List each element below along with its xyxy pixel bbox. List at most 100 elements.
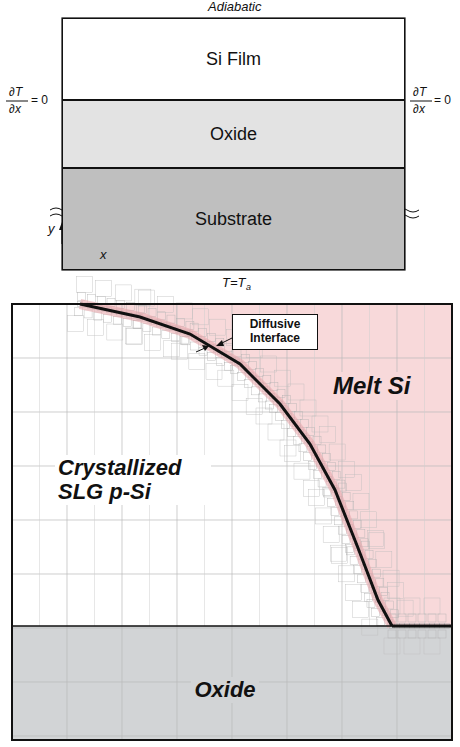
mesh-cell xyxy=(408,630,416,638)
mesh-cell xyxy=(360,512,376,528)
mesh-cell xyxy=(369,533,385,549)
node-text: Oxide xyxy=(210,124,257,145)
callout-box: Diffusive Interface xyxy=(232,314,318,350)
mesh-cell xyxy=(398,614,406,622)
mesh-cell xyxy=(418,630,426,638)
si-film-layer: Si Film xyxy=(62,18,405,100)
mesh-cell xyxy=(383,570,399,586)
node-text: Oxide xyxy=(191,677,258,702)
mesh-cell xyxy=(216,339,224,347)
grid-line xyxy=(232,304,233,740)
mesh-cell xyxy=(424,598,440,614)
mesh-cell xyxy=(346,475,362,491)
mesh-cell xyxy=(438,630,446,638)
mesh-cell xyxy=(353,493,369,509)
mesh-cell xyxy=(346,585,362,601)
region-label: Melt Si xyxy=(330,372,413,400)
leader-line xyxy=(196,348,205,352)
mesh-cell xyxy=(76,276,92,292)
mesh-cell xyxy=(218,370,234,386)
mesh-cell xyxy=(308,489,324,505)
mesh-cell xyxy=(331,547,347,563)
mesh-cell xyxy=(78,292,86,300)
mesh-cell xyxy=(304,481,320,497)
mesh-cell xyxy=(312,416,328,432)
mesh-cell xyxy=(316,508,332,524)
mesh-cell xyxy=(424,638,440,654)
mesh-cell xyxy=(300,400,316,416)
subscript: a xyxy=(246,283,251,293)
arrowhead xyxy=(202,345,209,351)
mesh-cell xyxy=(115,285,131,301)
mesh-cell xyxy=(260,356,276,372)
panel-ground xyxy=(12,304,452,740)
mesh-cell xyxy=(209,319,225,335)
mesh-cell xyxy=(404,598,420,614)
mesh-grid xyxy=(12,276,452,740)
mesh-cell xyxy=(96,281,112,297)
grid-line xyxy=(12,574,452,575)
stack-outline xyxy=(62,18,405,270)
mesh-cell xyxy=(320,426,336,442)
grid-line xyxy=(12,628,452,629)
mesh-cell xyxy=(388,583,404,599)
panel-border xyxy=(12,304,452,740)
boundary-label: Adiabatic xyxy=(208,0,261,14)
arrowhead xyxy=(216,340,224,346)
grid-line xyxy=(12,736,452,737)
mesh-cell xyxy=(438,614,446,622)
math-label: = 0 xyxy=(434,94,451,107)
math-label: ∂x xyxy=(9,103,21,116)
oxide-layer: Oxide xyxy=(62,100,405,168)
grid-line xyxy=(259,304,260,626)
mesh-cell xyxy=(408,614,416,622)
mesh-cell xyxy=(192,309,208,325)
mesh-cell xyxy=(126,328,142,344)
math-label: ∂T xyxy=(9,86,22,99)
mesh-cell xyxy=(294,463,310,479)
mesh-cell xyxy=(172,343,188,359)
mesh-cell xyxy=(280,440,296,456)
mesh-cell xyxy=(189,353,205,369)
mesh-cell xyxy=(384,638,400,654)
mesh-cell xyxy=(397,600,413,616)
mesh-cell xyxy=(87,320,103,336)
grid-line xyxy=(12,520,452,521)
fraction-bar xyxy=(410,101,432,102)
mesh-cell xyxy=(176,303,192,319)
mesh-cell xyxy=(398,630,406,638)
grid-line xyxy=(177,304,178,740)
substrate-layer: Substrate xyxy=(62,168,405,270)
grid-line xyxy=(314,304,315,626)
grid-line xyxy=(39,304,40,626)
mesh-cell xyxy=(362,619,378,635)
math-label: ∂T xyxy=(413,86,426,99)
grid-line xyxy=(424,304,425,626)
mesh-cell xyxy=(232,384,248,400)
mesh-cell xyxy=(135,289,151,305)
grid-line xyxy=(12,412,452,413)
mesh-cell xyxy=(68,316,84,332)
mesh-cell xyxy=(268,424,284,440)
fraction-bar xyxy=(6,101,28,102)
axis-label: y xyxy=(48,222,55,236)
mesh-cell xyxy=(284,446,300,462)
math-label: ∂x xyxy=(413,103,425,116)
math-label: = 0 xyxy=(31,94,48,107)
mesh-cell xyxy=(352,601,368,617)
grid-line xyxy=(287,304,288,740)
mesh-cell xyxy=(339,462,355,478)
mesh-cell xyxy=(331,545,347,561)
mesh-cell xyxy=(288,384,304,400)
mesh-cell xyxy=(428,614,436,622)
oxide-boundary xyxy=(12,625,452,627)
mesh-cell xyxy=(274,370,290,386)
mesh-cell xyxy=(126,328,142,344)
mesh-cell xyxy=(246,398,262,414)
mesh-cell xyxy=(144,334,160,350)
node-text: Diffusive Interface xyxy=(237,318,313,346)
mesh-cell xyxy=(376,551,392,567)
oxide-region: Oxide xyxy=(160,670,290,710)
grid-line xyxy=(67,304,68,740)
node-text: Si Film xyxy=(206,49,261,70)
